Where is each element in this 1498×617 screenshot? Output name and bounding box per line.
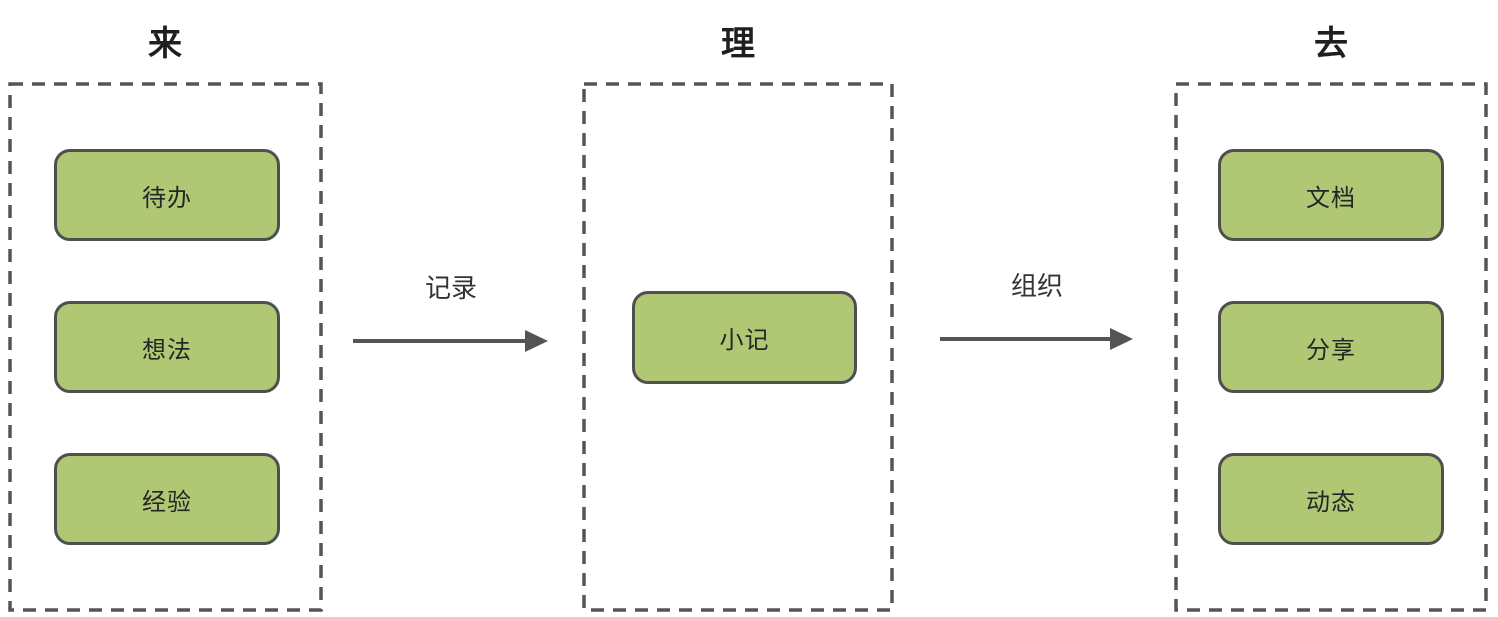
node-ideas: 想法 xyxy=(54,301,280,393)
column-title-source: 来 xyxy=(148,25,182,63)
node-document: 文档 xyxy=(1218,149,1444,241)
column-title-process: 理 xyxy=(721,25,755,63)
node-note: 小记 xyxy=(632,291,857,384)
organize-arrow-icon xyxy=(940,328,1133,350)
node-share: 分享 xyxy=(1218,301,1444,393)
record-arrow-label: 记录 xyxy=(424,273,477,303)
node-feed: 动态 xyxy=(1218,453,1444,545)
node-experience: 经验 xyxy=(54,453,280,545)
node-todo: 待办 xyxy=(54,149,280,241)
organize-arrow-label: 组织 xyxy=(1010,271,1063,301)
record-arrow-icon xyxy=(353,330,548,352)
column-title-output: 去 xyxy=(1314,25,1348,63)
